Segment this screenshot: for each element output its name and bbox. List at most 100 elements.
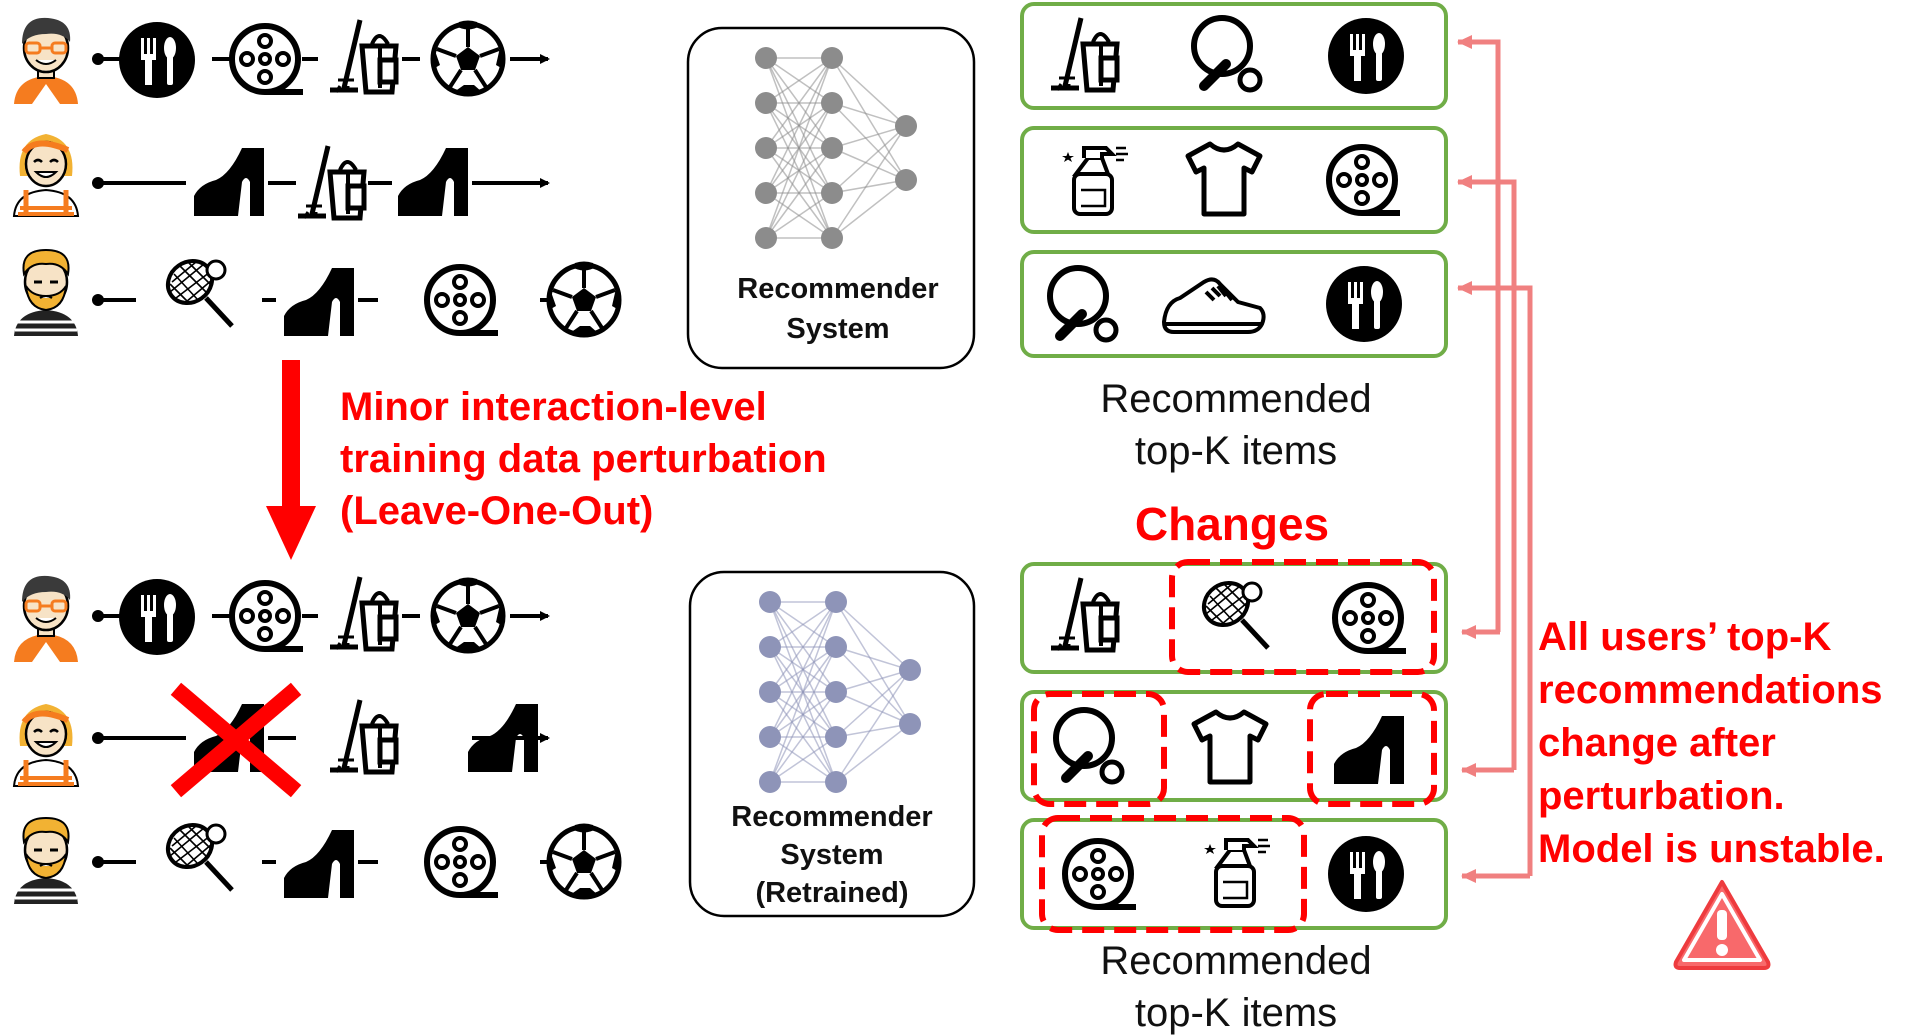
network-edge [769,736,837,783]
film-reel-icon [427,829,498,895]
network-edge [835,601,911,671]
note-line4: perturbation. [1538,774,1785,818]
cleaning-icon [330,577,396,649]
food-icon [1328,18,1404,94]
network-edge [835,646,911,725]
neural-network-icon [755,47,917,249]
network-node [759,636,781,658]
network-node [759,771,781,793]
film-reel-icon [1329,147,1400,213]
user-row-1-perturbed [12,574,548,664]
network-edge [831,125,907,149]
network-edge [831,102,907,181]
network-node [759,726,781,748]
network-edge [769,646,837,783]
system-title-line2: System [786,313,889,345]
changed-items-highlight [1169,559,1437,675]
woman-avatar-icon [14,134,78,216]
network-edge [835,669,911,738]
user-row-2-perturbed [14,682,548,798]
film-reel-icon [1065,841,1136,907]
network-node [821,92,843,114]
network-edge [835,723,911,783]
retrained-recommender-system-box: Recommender System (Retrained) [688,570,976,918]
bottom-recommendation-lists: Recommended top-K items [1020,559,1448,1035]
note-line3: change after [1538,721,1776,765]
film-reel-icon [232,26,303,92]
film-reel-icon [232,583,303,649]
woman-avatar-icon [14,704,78,786]
film-reel-icon [1335,585,1406,651]
network-edge [769,601,837,648]
network-node [759,681,781,703]
network-edge [835,669,911,693]
user-row-2 [14,134,548,218]
perturbation-text-line2: training data perturbation [340,437,827,481]
network-node [821,182,843,204]
network-node [825,591,847,613]
neural-network-icon [759,591,921,793]
food-icon [119,22,195,98]
food-icon [119,579,195,655]
changed-items-highlight [1039,815,1307,933]
network-node [755,47,777,69]
note-line1: All users’ top-K [1538,615,1831,659]
network-edge [765,57,833,239]
network-node [895,115,917,137]
conclusion-note: All users’ top-K recommendations change … [1538,615,1885,970]
removed-interaction-cross-icon [170,682,302,798]
recommended-caption-line1: Recommended [1100,939,1371,983]
network-node [755,182,777,204]
cleaning-icon [330,700,396,772]
network-edge [831,125,907,194]
network-node [825,681,847,703]
bearded-man-avatar-icon [12,248,80,338]
warning-icon [1673,880,1771,970]
network-node [825,726,847,748]
network-edge [769,601,837,783]
network-node [821,47,843,69]
retrained-system-title-line3: (Retrained) [755,877,908,909]
high-heel-icon [284,268,354,336]
note-line2: recommendations [1538,668,1883,712]
changed-items-highlight [1031,691,1167,807]
high-heel-icon [284,830,354,898]
changed-items-highlight [1307,691,1437,807]
network-edge [769,691,837,783]
network-node [755,227,777,249]
man-glasses-avatar-icon [12,574,80,664]
network-node [899,659,921,681]
network-node [825,771,847,793]
user-row-1 [12,16,548,106]
network-edge [831,57,907,127]
changes-label: Changes [1135,498,1329,550]
recommended-caption-line1: Recommended [1100,377,1371,421]
network-edge [765,57,833,149]
film-reel-icon [427,267,498,333]
network-edge [831,102,907,127]
soccer-ball-icon [432,21,505,95]
tennis-racket-icon [160,252,232,326]
food-icon [1326,266,1402,342]
high-heel-icon [194,148,264,216]
note-line5: Model is unstable. [1538,827,1885,871]
top-recommendation-lists: Recommended top-K items [1020,2,1448,473]
user-row-3 [12,248,621,338]
network-node [821,227,843,249]
network-node [755,137,777,159]
network-edge [765,192,833,239]
retrained-system-title-line2: System [780,839,883,871]
cleaning-icon [330,20,396,92]
network-edge [769,601,837,738]
network-edge [831,179,907,194]
comparison-arrows [1457,35,1533,883]
high-heel-icon [398,148,468,216]
network-node [759,591,781,613]
recommended-caption-line2: top-K items [1135,991,1337,1035]
perturbation-text-line3: (Leave-One-Out) [340,489,653,533]
soccer-ball-icon [432,578,505,652]
network-edge [765,102,833,239]
network-edge [835,669,911,783]
soccer-ball-icon [548,262,621,336]
bearded-man-avatar-icon [12,816,80,906]
